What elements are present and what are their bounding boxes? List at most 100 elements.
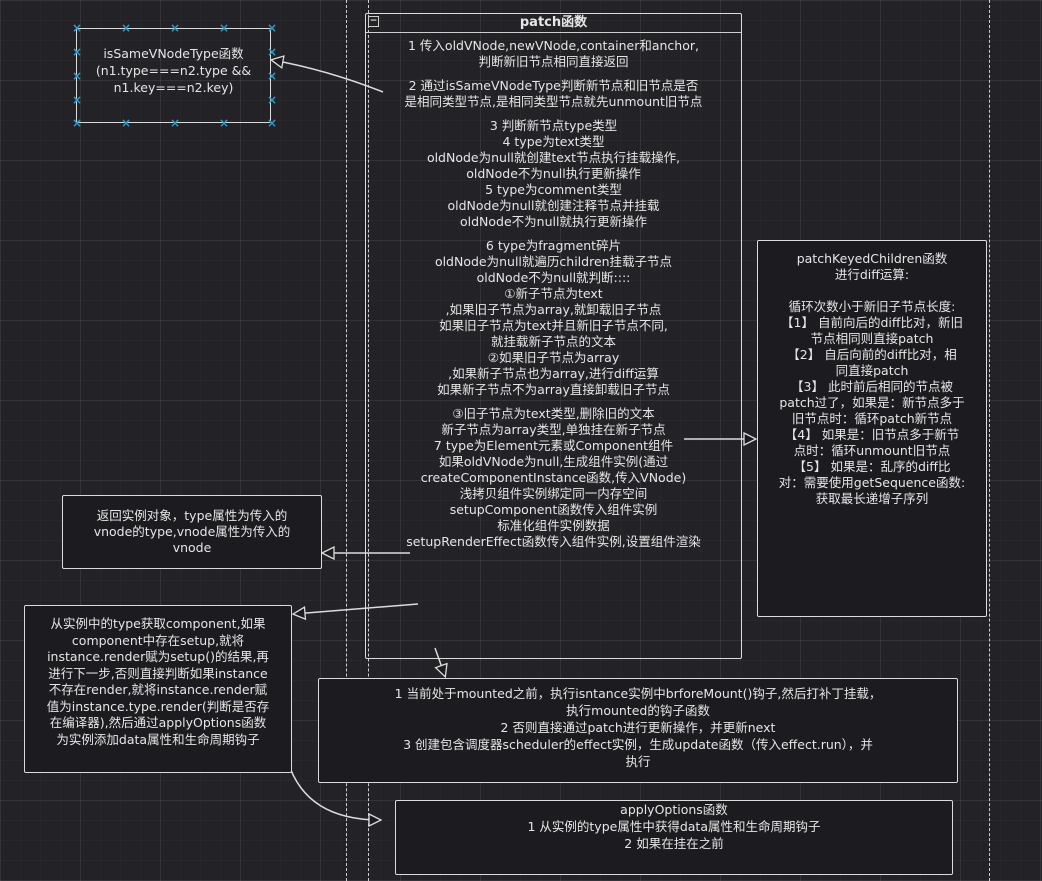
patch-line: 5 type为comment类型 bbox=[485, 182, 622, 197]
patchkeyedchildren-line bbox=[758, 291, 986, 299]
resize-handle-icon[interactable]: × bbox=[170, 21, 181, 35]
patchkeyedchildren-line: 【2】 自后向前的diff比对，相 bbox=[787, 347, 957, 362]
patchkeyedchildren-line: 旧节点时：循环patch新节点 bbox=[791, 411, 953, 426]
return-instance-box[interactable]: 返回实例对象，type属性为传入的 vnode的type,vnode属性为传入的… bbox=[62, 495, 322, 569]
patch-line: 新子节点为array类型,单独挂在新子节点 bbox=[441, 422, 666, 437]
patch-line: setupComponent函数传入组件实例 bbox=[449, 502, 658, 517]
issamevnodetype-line: n1.key===n2.key) bbox=[113, 80, 234, 95]
mounted-line: 1 当前处于mounted之前，执行isntance实例中brforeMount… bbox=[394, 686, 882, 701]
patch-line: ①新子节点为text bbox=[504, 286, 603, 301]
patch-line bbox=[366, 398, 741, 406]
patch-line: 判断新旧节点相同直接返回 bbox=[478, 54, 629, 69]
patchkeyedchildren-line: patchKeyedChildren函数 bbox=[796, 251, 948, 266]
issamevnodetype-box[interactable]: isSameVNodeType函数 (n1.type===n2.type && … bbox=[76, 28, 271, 123]
patchkeyedchildren-line: 对：需要使用getSequence函数: bbox=[778, 475, 966, 490]
patch-line: 4 type为text类型 bbox=[502, 134, 605, 149]
collapse-icon[interactable]: − bbox=[368, 16, 379, 27]
resize-handle-icon[interactable]: × bbox=[72, 93, 83, 107]
patch-container[interactable]: − patch函数 1 传入oldVNode,newVNode,containe… bbox=[365, 13, 742, 659]
applyoptions-box[interactable]: applyOptions函数 1 从实例的type属性中获得data属性和生命周期… bbox=[395, 800, 953, 875]
instance-line: 进行下一步,否则直接判断如果instance bbox=[48, 665, 268, 681]
patch-line: 就挂载新子节点的文本 bbox=[490, 334, 616, 349]
patchkeyedchildren-line: patch过了，如果是：新节点多于 bbox=[779, 395, 965, 410]
instance-line: 在编译器),然后通过applyOptions函数 bbox=[49, 715, 267, 730]
resize-handle-icon[interactable]: × bbox=[267, 21, 278, 35]
patch-line: ③旧子节点为text类型,删除旧的文本 bbox=[452, 406, 655, 421]
resize-handle-icon[interactable]: × bbox=[267, 45, 278, 59]
patch-line: oldNode不为null执行更新操作 bbox=[466, 166, 641, 181]
patchkeyedchildren-line: 获取最长递增子序列 bbox=[815, 491, 929, 506]
resize-handle-icon[interactable]: × bbox=[72, 116, 83, 130]
resize-handle-icon[interactable]: × bbox=[72, 69, 83, 83]
patch-line: 2 通过isSameVNodeType判断新节点和旧节点是否 bbox=[408, 78, 699, 93]
resize-handle-icon[interactable]: × bbox=[121, 21, 132, 35]
instance-line: 为实例添加data属性和生命周期钩子 bbox=[56, 731, 260, 747]
resize-handle-icon[interactable]: × bbox=[170, 116, 181, 130]
patchkeyedchildren-line: 【1】 自前向后的diff比对，新旧 bbox=[781, 315, 963, 330]
patch-line: oldNode为null就创建注释节点并挂载 bbox=[447, 198, 660, 213]
return-line: 返回实例对象，type属性为传入的 bbox=[96, 508, 288, 523]
patchkeyedchildren-line: 进行diff运算: bbox=[834, 267, 910, 282]
mounted-line: 执行mounted的钩子函数 bbox=[566, 703, 710, 718]
patch-line: oldNode为null就遍历children挂载子节点 bbox=[434, 254, 673, 269]
patch-line: oldNode不为null就判断:::: bbox=[476, 270, 631, 285]
patch-body: 1 传入oldVNode,newVNode,container和anchor,判… bbox=[366, 33, 741, 550]
patch-line: ②如果旧子节点为array bbox=[487, 350, 620, 365]
patch-line: 是相同类型节点,是相同类型节点就先unmount旧节点 bbox=[404, 94, 703, 109]
patch-line: ,如果旧子节点为array,就卸载旧子节点 bbox=[445, 302, 662, 317]
applyoptions-line: 2 如果在挂在之前 bbox=[624, 836, 724, 851]
resize-handle-icon[interactable]: × bbox=[72, 21, 83, 35]
patch-title: patch函数 bbox=[519, 15, 588, 30]
patchkeyedchildren-line: 【4】 如果是：旧节点多于新节 bbox=[784, 427, 960, 442]
instance-line: 从实例中的type获取component,如果 bbox=[50, 616, 266, 631]
patch-line: 1 传入oldVNode,newVNode,container和anchor, bbox=[408, 38, 699, 53]
patch-line: 如果旧子节点为text并且新旧子节点不同, bbox=[439, 318, 668, 333]
patch-line: createComponentInstance函数,传入VNode) bbox=[420, 470, 687, 485]
dashed-guide-right bbox=[989, 0, 990, 881]
patch-header: − patch函数 bbox=[366, 14, 741, 33]
patch-line: 标准化组件实例数据 bbox=[497, 518, 610, 533]
patch-line bbox=[366, 230, 741, 238]
dashed-guide-middle bbox=[368, 0, 369, 881]
resize-handle-icon[interactable]: × bbox=[219, 116, 230, 130]
resize-handle-icon[interactable]: × bbox=[267, 93, 278, 107]
applyoptions-line: 1 从实例的type属性中获得data属性和生命周期钩子 bbox=[527, 819, 821, 834]
instance-line: 值为instance.type.render(判断是否存 bbox=[46, 698, 270, 714]
mounted-line: 执行 bbox=[625, 754, 651, 769]
patchkeyedchildren-line: 节点相同则直接patch bbox=[810, 331, 934, 346]
patch-line: 如果新子节点不为array直接卸载旧子节点 bbox=[437, 382, 670, 397]
patchkeyedchildren-box[interactable]: patchKeyedChildren函数进行diff运算: 循环次数小于新旧子节点… bbox=[757, 240, 987, 617]
mounted-line: 3 创建包含调度器scheduler的effect实例，生成update函数（传… bbox=[403, 737, 873, 752]
patch-line: 6 type为fragment碎片 bbox=[485, 238, 622, 253]
patchkeyedchildren-line bbox=[758, 283, 986, 291]
patch-line: oldNode不为null就执行更新操作 bbox=[460, 214, 647, 229]
patch-line: setupRenderEffect函数传入组件实例,设置组件渲染 bbox=[406, 534, 701, 549]
patchkeyedchildren-line: 【3】 此时前后相同的节点被 bbox=[791, 379, 953, 394]
resize-handle-icon[interactable]: × bbox=[121, 116, 132, 130]
patch-line: 3 判断新节点type类型 bbox=[489, 118, 618, 133]
mounted-box[interactable]: 1 当前处于mounted之前，执行isntance实例中brforeMount… bbox=[318, 678, 958, 783]
patch-line: ,如果新子节点也为array,进行diff运算 bbox=[448, 366, 659, 381]
issamevnodetype-line: isSameVNodeType函数 bbox=[103, 46, 244, 61]
resize-handle-icon[interactable]: × bbox=[267, 116, 278, 130]
return-line: vnode的type,vnode属性为传入的 bbox=[93, 524, 291, 539]
instance-line: 不存在render,就将instance.render赋 bbox=[48, 682, 268, 697]
patch-line: 浅拷贝组件实例绑定同一内存空间 bbox=[459, 486, 648, 501]
applyoptions-line: applyOptions函数 bbox=[620, 802, 728, 817]
issamevnodetype-line: (n1.type===n2.type && bbox=[95, 63, 252, 78]
patch-line: 7 type为Element元素或Component组件 bbox=[433, 438, 674, 453]
patch-line: 如果oldVNode为null,生成组件实例(通过 bbox=[438, 454, 669, 469]
resize-handle-icon[interactable]: × bbox=[267, 69, 278, 83]
resize-handle-icon[interactable]: × bbox=[72, 45, 83, 59]
patch-line: oldNode为null就创建text节点执行挂载操作, bbox=[426, 150, 681, 165]
patch-line bbox=[366, 110, 741, 118]
patchkeyedchildren-line: 点时：循环unmount旧节点 bbox=[793, 443, 951, 458]
resize-handle-icon[interactable]: × bbox=[219, 21, 230, 35]
patchkeyedchildren-line: 循环次数小于新旧子节点长度: bbox=[788, 299, 956, 314]
patchkeyedchildren-line: 同直接patch bbox=[835, 363, 909, 378]
patchkeyedchildren-line: 【5】 如果是：乱序的diff比 bbox=[793, 459, 951, 474]
return-line: vnode bbox=[172, 540, 212, 555]
dashed-guide-left bbox=[346, 0, 347, 881]
instance-line: component中存在setup,就将 bbox=[71, 632, 245, 648]
